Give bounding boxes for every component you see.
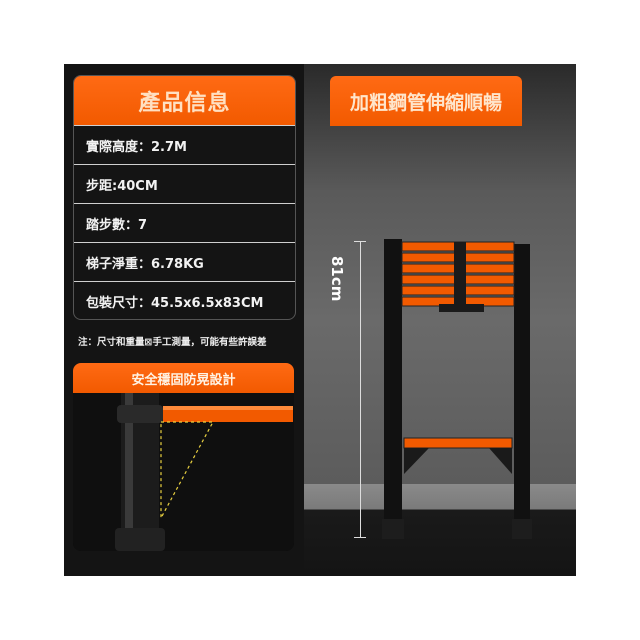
dimension-label: 81cm	[328, 256, 346, 302]
dimension-tick-bottom	[354, 537, 366, 538]
product-info-card: 產品信息 實際高度：2.7M 步距:40CM 踏步數：7 梯子淨重：6.78KG…	[73, 75, 296, 320]
photo-banner: 加粗鋼管伸縮順暢	[330, 76, 522, 126]
spec-row-step-spacing: 步距:40CM	[74, 164, 295, 203]
dimension-line	[360, 241, 361, 537]
spec-row-height: 實際高度：2.7M	[74, 125, 295, 164]
stability-detail-title: 安全穩固防晃設計	[73, 363, 294, 393]
spec-row-steps: 踏步數：7	[74, 203, 295, 242]
ladder-joint-closeup-image	[73, 393, 294, 551]
product-infographic: 產品信息 實際高度：2.7M 步距:40CM 踏步數：7 梯子淨重：6.78KG…	[64, 64, 576, 576]
telescopic-ladder-image	[382, 239, 532, 539]
product-info-title: 產品信息	[74, 76, 295, 125]
spec-row-package-size: 包裝尺寸：45.5x6.5x83CM	[74, 281, 295, 319]
ladder-product-photo: 加粗鋼管伸縮順暢 81cm	[304, 64, 576, 576]
measurement-note: 注：尺寸和重量⊠手工測量，可能有些許誤差	[78, 337, 267, 348]
stability-detail-card: 安全穩固防晃設計	[73, 363, 294, 551]
dimension-tick-top	[354, 241, 366, 242]
spec-row-weight: 梯子淨重：6.78KG	[74, 242, 295, 281]
